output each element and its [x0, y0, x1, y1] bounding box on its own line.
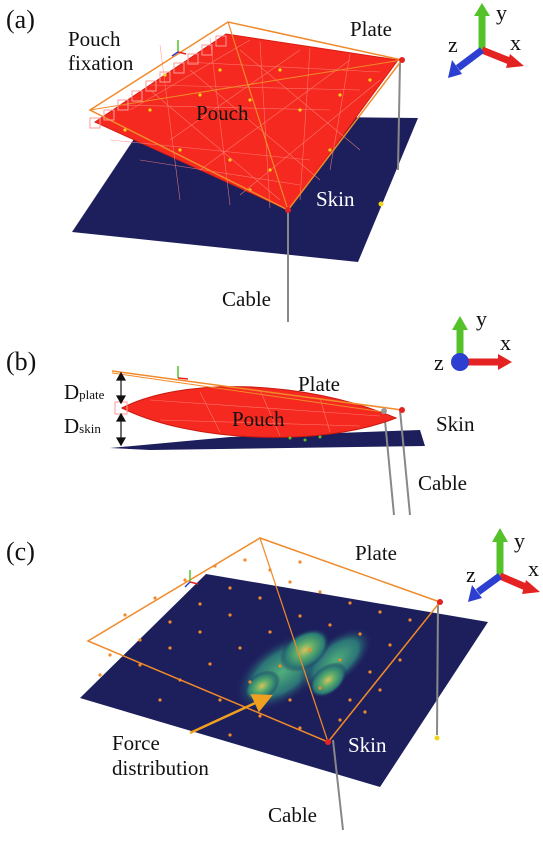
pouch-fixation-label-line2: fixation [68, 51, 134, 75]
cable [399, 409, 411, 516]
skin-label: Skin [436, 412, 475, 436]
d-skin-label: Dskin [64, 414, 101, 438]
plate-label: Plate [355, 541, 397, 565]
axis-z-label: z [466, 562, 476, 587]
pouch-contact-nodes [288, 435, 322, 442]
dimension-arrows [115, 371, 127, 447]
axis-x-label: x [510, 30, 521, 55]
axis-triad: y x z [448, 0, 524, 78]
pouch-label: Pouch [232, 407, 285, 431]
plate-label: Plate [350, 17, 392, 41]
cable-label: Cable [268, 803, 317, 827]
cable [383, 409, 395, 516]
cable [332, 739, 344, 831]
panel-c-label: (c) [6, 537, 35, 566]
pouch-fixation-boxes [89, 35, 227, 129]
axis-triad: y x z [434, 306, 512, 375]
plate-label: Plate [298, 372, 340, 396]
axis-triad: y x z [466, 528, 540, 602]
pouch-nodes [98, 558, 412, 737]
local-axes-icon [184, 570, 199, 588]
force-distribution-label-line2: distribution [112, 756, 209, 780]
pouch-fixation-label-line1: Pouch [68, 27, 121, 51]
pouch-mesh [149, 389, 381, 437]
d-plate-label: Dplate [64, 380, 105, 404]
pouch-label: Pouch [196, 101, 249, 125]
panel-a-label: (a) [6, 5, 35, 34]
skin-label: Skin [316, 187, 355, 211]
cable-label: Cable [222, 287, 271, 311]
local-axes-icon [171, 40, 187, 57]
cable-label: Cable [418, 471, 467, 495]
force-arrow [189, 694, 273, 735]
skin-sheet [110, 430, 425, 450]
axis-x-label: x [528, 556, 539, 581]
skin-label: Skin [348, 733, 387, 757]
cable [397, 61, 401, 171]
panel-b: (b) [6, 306, 512, 516]
panel-b-label: (b) [6, 347, 36, 376]
pouch-mesh [109, 37, 381, 209]
axis-z-label: z [434, 350, 444, 375]
axis-x-label: x [500, 330, 511, 355]
axis-z-label: z [448, 32, 458, 57]
force-distribution-label-line1: Force [112, 731, 160, 755]
axis-y-label: y [476, 306, 487, 331]
plate-outline [111, 370, 403, 411]
axis-y-label: y [514, 528, 525, 553]
cable [436, 601, 439, 736]
force-distribution-heatmap [233, 626, 374, 712]
local-axes-icon [177, 366, 189, 380]
pouch-nodes [123, 68, 372, 192]
panel-a: (a) [6, 0, 524, 322]
panel-c: (c) [6, 528, 540, 831]
axis-y-label: y [496, 0, 507, 25]
